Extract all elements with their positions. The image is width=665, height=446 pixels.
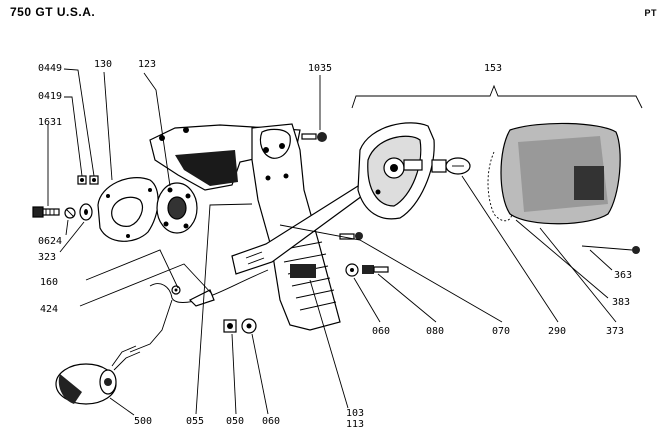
callout-060-right: 060 <box>372 326 390 337</box>
lamp-housing-part-070 <box>357 122 435 220</box>
mount-flange-part-123 <box>156 182 198 234</box>
washer-part-060-right <box>345 263 359 277</box>
callout-080: 080 <box>426 326 444 337</box>
wire-harness-part-424 <box>129 269 269 353</box>
callout-123: 123 <box>138 59 156 70</box>
screw-part-mid <box>339 232 363 240</box>
callout-424: 424 <box>40 304 58 315</box>
callout-383: 383 <box>612 297 630 308</box>
callout-373: 373 <box>606 326 624 337</box>
leader-lines <box>47 68 643 416</box>
callout-1035: 1035 <box>308 63 332 74</box>
bolt-part-1631 <box>32 206 60 218</box>
long-screw-part-363 <box>581 245 640 254</box>
bolt-part-080 <box>362 265 389 274</box>
callout-290: 290 <box>548 326 566 337</box>
screw-part-1035 <box>301 132 327 142</box>
lock-washer-part-0624 <box>64 207 76 219</box>
callout-500: 500 <box>134 416 152 427</box>
callout-070: 070 <box>492 326 510 337</box>
callout-160: 160 <box>40 277 58 288</box>
callout-055: 055 <box>186 416 204 427</box>
callout-1631: 1631 <box>38 117 62 128</box>
callout-153: 153 <box>484 63 502 74</box>
callout-0449: 0449 <box>38 63 62 74</box>
page-title: 750 GT U.S.A. <box>10 5 96 19</box>
spacer-part-323 <box>79 203 93 221</box>
section-code: PT <box>644 8 657 18</box>
callout-050: 050 <box>226 416 244 427</box>
callout-130: 130 <box>94 59 112 70</box>
gasket-part-130 <box>97 177 159 242</box>
callout-0624: 0624 <box>38 236 62 247</box>
callout-060-lower: 060 <box>262 416 280 427</box>
callout-113: 113 <box>346 419 364 430</box>
callout-323: 323 <box>38 252 56 263</box>
washer-part-060-lower <box>241 318 257 334</box>
callout-103: 103 <box>346 408 364 419</box>
lamp-lens-part-373 <box>487 122 621 225</box>
bulb-part-290 <box>431 157 471 175</box>
callout-363: 363 <box>614 270 632 281</box>
nut-part-0449 <box>89 175 99 185</box>
callout-0419: 0419 <box>38 91 62 102</box>
nut-part-0419 <box>77 175 87 185</box>
nut-part-050 <box>223 319 237 333</box>
side-lamp-part-500 <box>55 345 141 405</box>
